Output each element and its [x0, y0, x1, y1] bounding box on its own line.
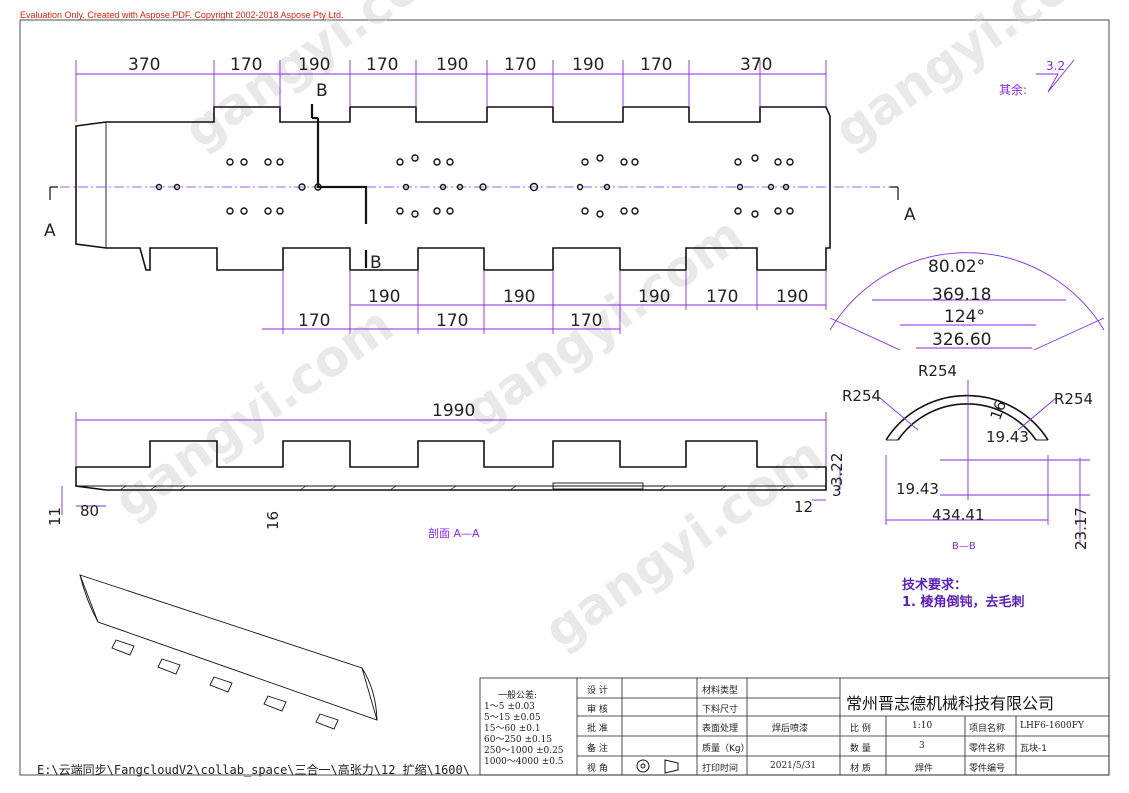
tb-material: 材 质	[850, 764, 871, 774]
tb-surface-val: 焊后喷漆	[772, 724, 809, 734]
tolerance-row: 60～250 ±0.15	[484, 735, 553, 745]
dim-top-8: 370	[740, 55, 772, 75]
dim-top-6: 190	[572, 55, 604, 75]
tolerance-row: 1000～4000 ±0.5	[484, 757, 564, 767]
tb-project-name: 项目名称	[969, 724, 1006, 734]
tb-blank-size: 下料尺寸	[702, 705, 739, 715]
bottom-dims-lower: 170 170 170	[262, 311, 620, 331]
cut-label-bottom: B	[370, 253, 382, 273]
dim-section-h1: 3.22	[828, 453, 846, 486]
tech-item-1: 1. 棱角倒钝，去毛刺	[902, 595, 1025, 610]
dim-top-0: 370	[128, 55, 160, 75]
bb-slot-r: 19.43	[986, 428, 1029, 446]
bb-r-left: R254	[842, 387, 881, 405]
dim-bottom-lower-0: 170	[298, 311, 330, 331]
tolerance-table: 一般公差: 1～5 ±0.03 5～15 ±0.05 15～60 ±0.1 60…	[484, 691, 564, 768]
dim-top-5: 170	[504, 55, 536, 75]
dim-bottom-upper-1: 190	[503, 287, 535, 307]
dim-top-1: 170	[230, 55, 262, 75]
tb-part-no: 零件编号	[969, 764, 1006, 774]
cut-label-top: B	[316, 81, 328, 101]
evaluation-notice: Evaluation Only. Created with Aspose.PDF…	[20, 10, 344, 20]
technical-requirements: 技术要求： 1. 棱角倒钝，去毛刺	[902, 577, 1025, 611]
dim-top-3: 170	[366, 55, 398, 75]
dim-right-w: 12	[794, 498, 813, 516]
tolerance-row: 1～5 ±0.03	[484, 702, 535, 712]
bb-slot-l: 19.43	[896, 480, 939, 498]
top-dims: 370 170 190 170 190 170 190 170 370	[75, 55, 827, 122]
bottom-dims-upper: 190 190 190 170 190	[282, 270, 827, 334]
tb-project-val: LHF6-1600FY	[1020, 721, 1084, 731]
tb-scale: 比 例	[850, 724, 871, 734]
bb-thk: 16	[987, 398, 1010, 422]
tb-review: 审 核	[587, 705, 608, 715]
section-caption: 剖面 A—A	[428, 526, 480, 540]
roughness-prefix: 其余:	[999, 82, 1027, 97]
dim-bottom-upper-2: 190	[638, 287, 670, 307]
dim-left-w: 80	[80, 502, 99, 520]
tb-part-val: 瓦块-1	[1020, 744, 1047, 754]
tb-scale-val: 1:10	[912, 721, 933, 731]
dim-right-h: 3	[832, 482, 842, 500]
dim-top-2: 190	[298, 55, 330, 75]
section-label-right: A	[904, 205, 916, 225]
dim-left-h: 11	[46, 507, 64, 526]
svg-text:gangyi.com: gangyi.com	[454, 205, 754, 439]
dim-bottom-upper-0: 190	[368, 287, 400, 307]
view-symbol	[636, 759, 679, 774]
tolerance-row: 15～60 ±0.1	[484, 724, 541, 734]
bb-r-right: R254	[1054, 390, 1093, 408]
dim-overall-length: 1990	[432, 401, 475, 421]
company-name: 常州晋志德机械科技有限公司	[846, 694, 1055, 713]
dim-top-7: 170	[640, 55, 672, 75]
tb-mass: 质量（Kg）	[702, 744, 750, 754]
tb-qty: 数 量	[850, 744, 871, 754]
tb-surface: 表面处理	[702, 724, 739, 734]
tb-print-time: 打印时间	[702, 764, 739, 774]
tb-material-val: 焊件	[915, 764, 934, 774]
title-block-grid	[479, 677, 1110, 776]
bb-view: 80.02° 369.18 124° 326.60 R254 R254 R254…	[829, 252, 1105, 552]
bb-caption: B—B	[952, 541, 976, 552]
bb-chord2: 326.60	[932, 330, 991, 350]
dim-bottom-upper-4: 190	[776, 287, 808, 307]
tb-note: 备 注	[587, 744, 608, 754]
dim-bottom-lower-1: 170	[436, 311, 468, 331]
isometric-sketch	[79, 574, 378, 730]
roughness-symbol: 其余: 3.2	[999, 59, 1075, 97]
dim-top-4: 190	[436, 55, 468, 75]
dim-slot-w: 16	[264, 511, 282, 530]
svg-text:gangyi.com: gangyi.com	[824, 0, 1124, 160]
tb-qty-val: 3	[919, 741, 925, 751]
bb-width: 434.41	[932, 506, 985, 524]
tolerance-row: 5～15 ±0.05	[484, 713, 541, 723]
tb-part-name: 零件名称	[969, 744, 1006, 754]
tb-approve: 批 准	[587, 724, 608, 734]
file-path: E:\云端同步\FangcloudV2\collab_space\三合一\高张力…	[37, 763, 470, 777]
tb-print-date: 2021/5/31	[770, 761, 817, 771]
svg-text:gangyi.com: gangyi.com	[104, 295, 404, 529]
dim-bottom-lower-2: 170	[570, 311, 602, 331]
section-label-left: A	[44, 221, 56, 241]
bb-angle-outer: 80.02°	[928, 257, 985, 277]
svg-text:gangyi.com: gangyi.com	[534, 425, 834, 659]
tb-view: 视 角	[587, 764, 608, 774]
tolerance-title: 一般公差:	[498, 691, 538, 701]
tolerance-row: 250～1000 ±0.25	[484, 746, 564, 756]
dim-bottom-upper-3: 170	[706, 287, 738, 307]
bb-r-top: R254	[918, 362, 957, 380]
bb-angle-inner: 124°	[944, 307, 985, 327]
tb-material-type: 材料类型	[702, 686, 739, 696]
top-view: B B A A 370 170 190 170 190 170 190 170 …	[44, 55, 916, 334]
tech-title: 技术要求：	[902, 578, 968, 593]
tb-design: 设 计	[587, 686, 608, 696]
section-view: 1990 3.22 3 11 80 16 12 剖面 A—A	[46, 401, 846, 540]
bb-chord1: 369.18	[932, 285, 991, 305]
roughness-value: 3.2	[1046, 59, 1065, 73]
svg-text:gangyi.com: gangyi.com	[174, 0, 474, 160]
bb-height: 23.17	[1072, 507, 1090, 550]
